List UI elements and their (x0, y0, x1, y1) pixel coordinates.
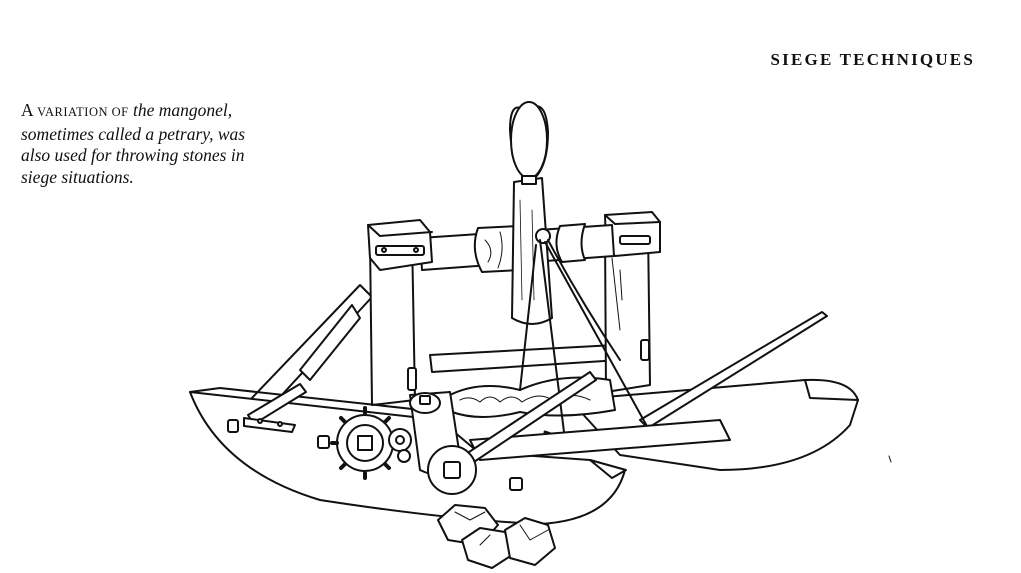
gear-large (330, 406, 400, 480)
caption: A VARIATION OF the mangonel, sometimes c… (21, 100, 261, 188)
section-header: SIEGE TECHNIQUES (770, 50, 975, 69)
caption-body: the mangonel, sometimes called a petrary… (21, 100, 246, 187)
left-post (367, 219, 433, 406)
stones (437, 504, 556, 569)
strut (243, 383, 307, 433)
caption-initial: A (21, 100, 33, 120)
right-post (604, 211, 661, 393)
caption-lead: A VARIATION OF (21, 100, 129, 120)
gear-small (388, 428, 412, 463)
caption-smallcaps: VARIATION OF (37, 105, 129, 119)
throwing-arm (509, 101, 553, 325)
left-brace (249, 284, 373, 411)
winch-lever (427, 371, 597, 495)
